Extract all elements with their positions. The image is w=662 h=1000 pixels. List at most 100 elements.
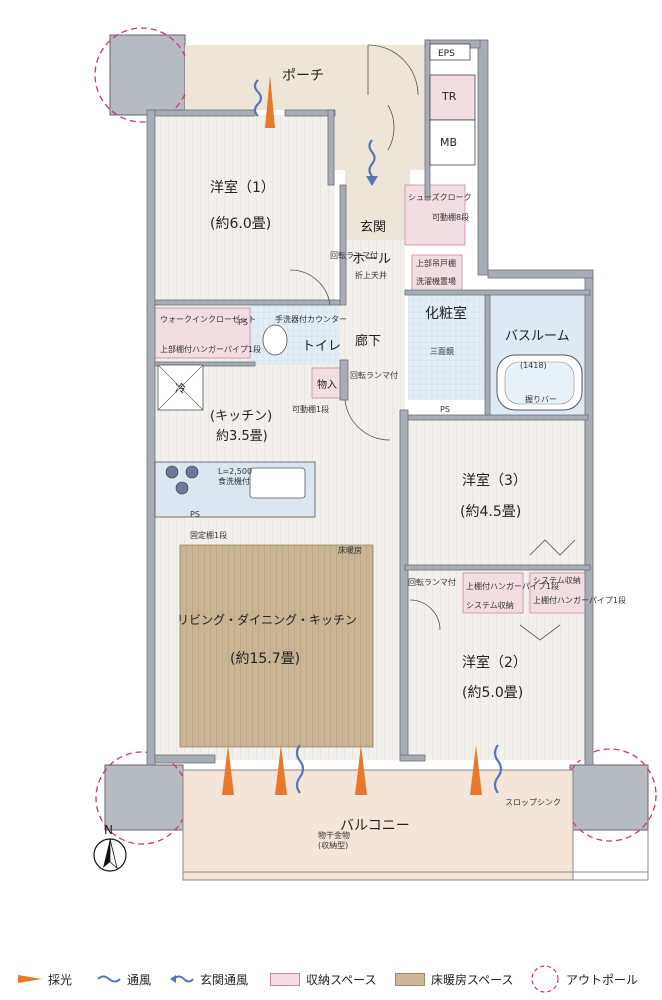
floor-heating-area xyxy=(179,544,374,748)
outpole-bottom-right xyxy=(563,748,657,842)
storage-label: 物入 xyxy=(317,378,337,391)
legend-entrance-ventilation: 玄関通風 xyxy=(170,962,248,996)
mb-box xyxy=(429,119,476,166)
light-arrows xyxy=(222,75,482,795)
western2-size: (約5.0畳) xyxy=(462,685,523,701)
north-label: N xyxy=(104,823,113,837)
outpole-bottom-left xyxy=(95,751,189,845)
western1-floor xyxy=(155,115,335,305)
western3-size: (約4.5畳) xyxy=(460,504,521,520)
eps-box xyxy=(429,43,471,61)
system-storage-2-label: システム収納 xyxy=(533,575,581,585)
floor-heating-swatch xyxy=(395,972,425,986)
kitchen-sink xyxy=(249,467,306,499)
balcony-area xyxy=(182,769,574,881)
hall-label: ホール xyxy=(352,252,391,267)
entrance-ventilation-arrow xyxy=(366,139,378,186)
balcony-label: バルコニー xyxy=(340,818,410,834)
lamp-note-3: 回転ランマ付 xyxy=(408,577,456,587)
legend-ventilation-text: 通風 xyxy=(127,972,152,987)
ps-label-1: PS xyxy=(238,318,248,327)
entrance-ventilation-icon xyxy=(170,975,194,983)
legend-storage: 収納スペース xyxy=(270,962,377,996)
kitchen-title: (キッチン) xyxy=(210,409,272,424)
entrance-floor xyxy=(345,170,410,240)
powder-floor xyxy=(408,295,488,400)
bath-size: (1418) xyxy=(520,361,547,370)
western2-title: 洋室（2） xyxy=(462,654,527,671)
legend-floor-heating-text: 床暖房スペース xyxy=(431,972,514,987)
kitchen-size: 約3.5畳) xyxy=(216,429,268,444)
shoes-closet xyxy=(404,184,466,246)
fridge-label: 冷 xyxy=(175,382,186,395)
doors xyxy=(289,44,576,641)
legend-light-text: 採光 xyxy=(48,972,73,987)
ps-label-3: PS xyxy=(190,510,200,519)
entrance-label: 玄関 xyxy=(360,220,386,235)
porch-inner xyxy=(330,95,430,170)
legend-ventilation: 通風 xyxy=(97,962,151,996)
hall-note: 折上天井 xyxy=(355,270,387,280)
toilet-bowl xyxy=(262,324,288,356)
system-storage-1 xyxy=(462,572,524,614)
legend-outpole-text: アウトポール xyxy=(566,972,639,987)
legend: 採光 通風 玄関通風 収納スペース 床暖房スペース アウトポール xyxy=(0,962,662,996)
outpole-icon xyxy=(531,965,559,993)
corridor-label: 廊下 xyxy=(355,333,381,349)
ventilation-arrows xyxy=(253,79,503,794)
eps-label: EPS xyxy=(438,49,455,59)
laundry-space xyxy=(411,254,463,292)
ps-label-2: PS xyxy=(440,405,450,414)
light-icon xyxy=(18,975,42,983)
legend-storage-text: 収納スペース xyxy=(306,972,377,987)
laundry-rack-label: 物干金物 xyxy=(318,830,350,840)
system-storage-1-note: 上棚付ハンガーパイプ1段 xyxy=(466,581,559,591)
laundry-rack-note: (収納型) xyxy=(318,840,348,850)
hall-floor xyxy=(345,240,405,410)
tr-box xyxy=(429,74,476,121)
mb-label: MB xyxy=(440,136,457,149)
laundry-label: 洗濯機置場 xyxy=(416,276,456,286)
kitchen-shelf: 固定棚1段 xyxy=(190,530,227,540)
mirror-note: 三面鏡 xyxy=(430,346,454,356)
lamp-note-2: 回転ランマ付 xyxy=(350,370,398,380)
system-storage-2-note: 上棚付ハンガーパイプ1段 xyxy=(533,595,626,605)
western1-size: (約6.0畳) xyxy=(210,216,271,232)
slop-sink-label: スロップシンク xyxy=(505,798,561,807)
floor-heating-label: 床暖房 xyxy=(338,545,362,555)
tr-label: TR xyxy=(441,90,457,103)
legend-floor-heating: 床暖房スペース xyxy=(395,962,514,996)
toilet-note: 手洗器付カウンター xyxy=(275,314,347,324)
ventilation-icon xyxy=(97,975,121,983)
storage-note: 可動棚1段 xyxy=(292,404,329,414)
western1-title: 洋室（1） xyxy=(210,179,275,196)
shoes-closet-label: シューズクローク xyxy=(408,192,472,202)
ldk-title: リビング・ダイニング・キッチン xyxy=(177,612,357,627)
western3-title: 洋室（3） xyxy=(462,472,527,489)
system-storage-1-label: システム収納 xyxy=(466,600,514,610)
bath-bar: 握りバー xyxy=(525,394,557,404)
legend-outpole: アウトポール xyxy=(530,962,638,996)
storage-swatch xyxy=(270,972,300,986)
bath-label: バスルーム xyxy=(505,329,570,344)
outpole-top-left xyxy=(94,27,190,123)
walkin-closet xyxy=(154,307,251,359)
ldk-size: (約15.7畳) xyxy=(230,651,300,667)
stove xyxy=(165,465,199,495)
kitchen-spec2: 食洗機付 xyxy=(218,476,250,486)
walkin-label: ウォークインクローゼット xyxy=(160,314,256,324)
lamp-note-1: 回転ランマ付 xyxy=(330,250,378,260)
system-storage-2 xyxy=(529,572,591,614)
powder-label: 化粧室 xyxy=(425,305,467,322)
porch-label: ポーチ xyxy=(282,68,324,84)
walkin-note: 上部棚付ハンガーパイプ1段 xyxy=(160,344,261,354)
north-compass: N xyxy=(93,823,127,872)
kitchen-spec: L=2,500 xyxy=(218,467,252,476)
laundry-top: 上部吊戸棚 xyxy=(416,258,456,268)
legend-entrance-ventilation-text: 玄関通風 xyxy=(200,972,249,987)
shoes-shelf-label: 可動棚8段 xyxy=(432,212,469,222)
western3-floor xyxy=(408,420,593,570)
walls xyxy=(146,39,594,766)
legend-light: 採光 xyxy=(18,962,72,996)
